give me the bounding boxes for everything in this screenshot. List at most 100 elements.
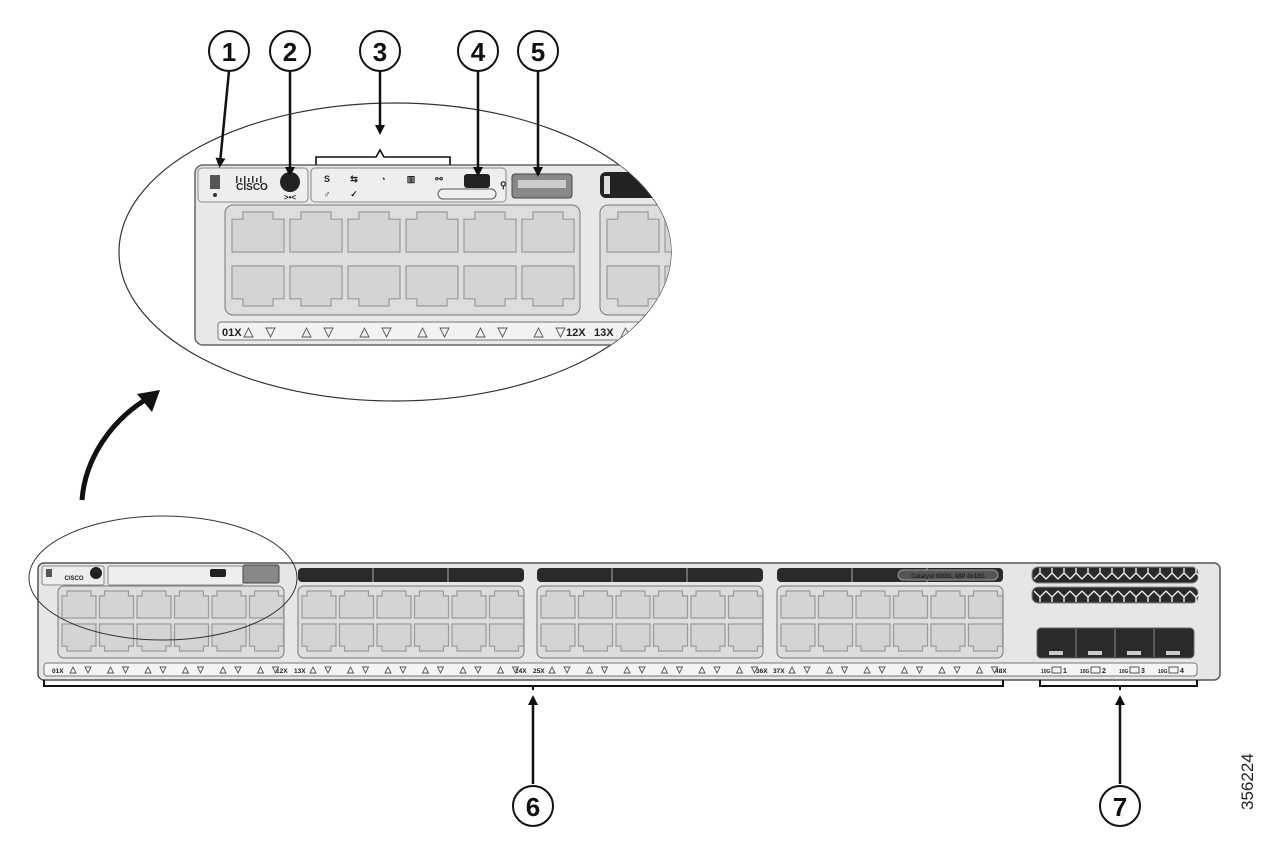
port-label-01x: 01X — [52, 668, 64, 675]
sfp-latch — [1049, 651, 1063, 655]
led-up-icon — [496, 665, 505, 674]
rj45-port — [463, 265, 517, 307]
led-up-icon — [384, 665, 392, 674]
rj45-port — [488, 623, 525, 652]
led-down-icon — [474, 666, 482, 675]
led-up-icon — [106, 665, 115, 674]
callout-number: 5 — [531, 37, 545, 67]
led-up-icon — [181, 665, 190, 674]
rj45-port — [338, 623, 375, 652]
led-down-icon — [713, 666, 721, 675]
rj45-port — [338, 590, 375, 619]
led-down-icon — [638, 666, 646, 675]
rj45-port — [231, 211, 285, 253]
led-up-icon — [788, 665, 796, 674]
rj45-port — [967, 590, 1004, 619]
led-down-icon — [361, 666, 370, 675]
uplink-port-number: 2 — [1102, 668, 1106, 675]
rj45-port — [248, 623, 285, 652]
dark-bar — [537, 568, 763, 582]
led-up-icon — [863, 665, 871, 674]
rj45-port — [173, 590, 210, 619]
led-up-icon — [421, 665, 430, 674]
rj45-port — [930, 623, 966, 652]
logo-panel — [197, 167, 309, 203]
mini-system-led — [46, 569, 52, 577]
rj45-port — [451, 590, 487, 619]
led-down-icon — [84, 666, 92, 675]
rj45-port — [780, 623, 816, 652]
model-label: Catalyst 9300L 48P 4x10G — [911, 574, 985, 580]
led-down-icon — [323, 327, 334, 339]
led-up-icon — [346, 665, 355, 674]
rj45-port — [780, 590, 816, 619]
led-up-icon — [144, 665, 152, 674]
fan-vent-pattern — [1033, 568, 1203, 580]
callout-arrow — [215, 70, 231, 168]
uplink-led — [1090, 666, 1101, 674]
led-down-icon — [878, 666, 886, 675]
port-label-48x: 48X — [995, 668, 1007, 675]
rj45-port — [577, 623, 614, 652]
mini-console-port — [210, 569, 226, 577]
led-down-icon — [555, 327, 566, 339]
led-up-icon — [459, 665, 467, 674]
uplink-port-number: 3 — [1141, 668, 1145, 675]
status-led-panel — [310, 167, 507, 203]
port-label-24x: 24X — [515, 668, 527, 675]
rj45-port — [615, 623, 651, 652]
cisco-logo-bar — [244, 176, 246, 183]
status-led-icon: ✓ — [350, 189, 358, 199]
rj45-port — [967, 623, 1004, 652]
rj45-port — [211, 590, 247, 619]
rj45-port — [855, 623, 891, 652]
led-up-icon — [548, 665, 556, 674]
rj45-port — [231, 265, 285, 307]
mode-button-icon: >•< — [284, 193, 296, 202]
uplink-port-number: 4 — [1180, 668, 1184, 675]
led-down-icon — [439, 327, 450, 339]
rj45-port — [817, 590, 854, 619]
callout-number: 2 — [283, 37, 297, 67]
led-dot — [213, 193, 217, 197]
port-label-strip — [43, 662, 1198, 677]
rj45-port — [690, 590, 726, 619]
led-down-icon — [497, 327, 508, 339]
rj45-port — [521, 211, 575, 253]
mini-usb-port — [242, 564, 280, 584]
led-down-icon — [271, 666, 280, 675]
rj45-port — [405, 211, 459, 253]
system-led — [210, 175, 220, 189]
figure-number: 356224 — [1238, 753, 1257, 810]
led-up-icon — [735, 665, 744, 674]
port-label-36x: 36X — [756, 668, 768, 675]
rj45-port — [892, 623, 929, 652]
cisco-logo-bar — [236, 176, 238, 183]
cisco-logo-bar — [248, 178, 250, 182]
cisco-logo: CISCO — [236, 182, 268, 193]
led-up-icon — [698, 665, 706, 674]
rj45-port — [376, 623, 412, 652]
mode-button — [280, 172, 300, 192]
usb-a-port-tongue — [518, 180, 566, 188]
led-up-icon — [900, 665, 909, 674]
led-up-icon — [69, 665, 77, 674]
led-down-icon — [675, 666, 684, 675]
led-down-icon — [600, 666, 609, 675]
port-label-13x: 13X — [294, 668, 306, 675]
rj45-port — [301, 590, 337, 619]
rj45-port — [540, 623, 576, 652]
callout-3-bracket — [315, 148, 451, 165]
uplink-speed-label: 10G — [1080, 669, 1090, 675]
uplink-led — [1168, 666, 1179, 674]
led-down-icon — [324, 666, 332, 675]
callout-number: 1 — [222, 37, 236, 67]
rj45-port — [652, 623, 689, 652]
status-led-icon: ⚯ — [434, 174, 443, 184]
fan-vent-pattern — [1033, 590, 1203, 602]
